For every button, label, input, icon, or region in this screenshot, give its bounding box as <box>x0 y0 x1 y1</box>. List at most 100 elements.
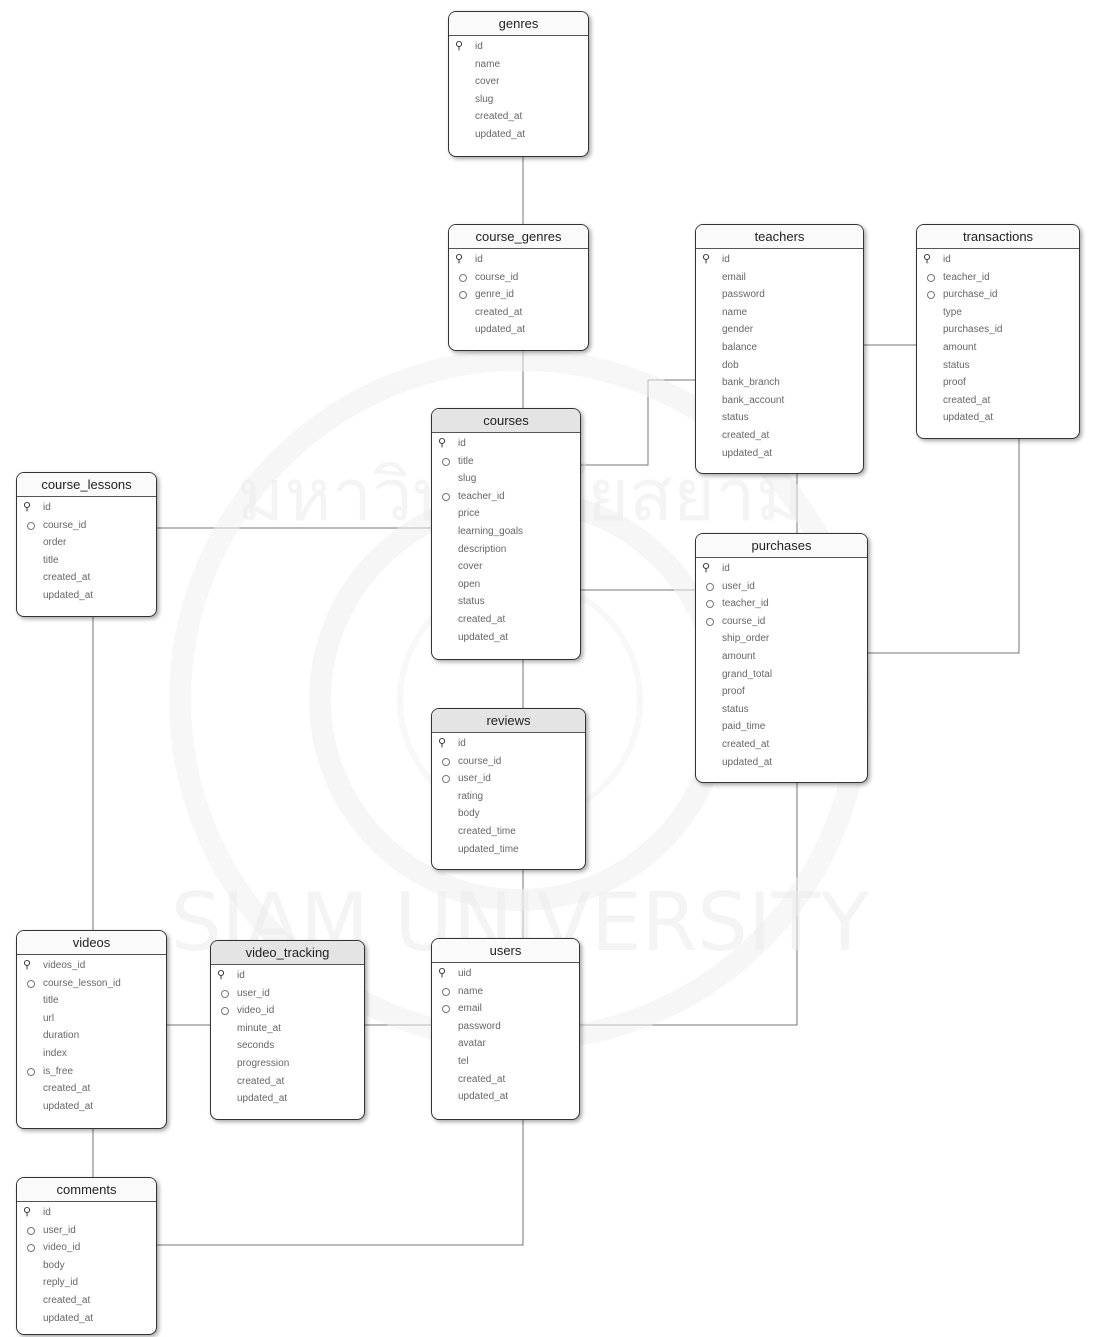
column-name: updated_at <box>943 412 994 424</box>
foreign-key-icon <box>442 757 450 766</box>
column-row: password <box>432 1018 579 1036</box>
column-name: video_id <box>237 1005 275 1017</box>
column-row: created_at <box>917 392 1079 410</box>
column-name: open <box>458 578 481 590</box>
column-row: title <box>17 992 166 1010</box>
column-row: updated_at <box>432 629 580 647</box>
column-name: index <box>43 1047 67 1059</box>
column-row: description <box>432 541 580 559</box>
column-row: ⚲id <box>917 251 1079 269</box>
column-name: course_id <box>722 615 766 627</box>
column-name: user_id <box>458 773 491 785</box>
column-row: genre_id <box>449 286 588 304</box>
column-row: password <box>696 286 863 304</box>
column-row: status <box>917 357 1079 375</box>
column-row: name <box>432 983 579 1001</box>
key-icon: ⚲ <box>702 253 711 265</box>
column-row: type <box>917 304 1079 322</box>
column-row: learning_goals <box>432 523 580 541</box>
column-name: updated_at <box>722 756 773 768</box>
entity-title: comments <box>17 1178 156 1202</box>
foreign-key-icon <box>927 273 935 282</box>
column-name: slug <box>475 93 494 105</box>
column-name: id <box>458 738 466 749</box>
entity-title: purchases <box>696 534 867 558</box>
column-name: course_id <box>475 271 519 283</box>
column-row: created_at <box>449 108 588 126</box>
column-name: avatar <box>458 1038 486 1050</box>
column-name: id <box>475 254 483 265</box>
entity-title: genres <box>449 12 588 36</box>
column-name: name <box>475 58 501 70</box>
entity-title: reviews <box>432 709 585 733</box>
entity-title: courses <box>432 409 580 433</box>
entity-title: users <box>432 939 579 963</box>
column-row: seconds <box>211 1037 364 1055</box>
column-name: minute_at <box>237 1022 281 1034</box>
column-row: course_id <box>696 613 867 631</box>
foreign-key-icon <box>459 291 467 300</box>
column-row: ⚲uid <box>432 965 579 983</box>
column-row: slug <box>449 91 588 109</box>
foreign-key-icon <box>927 291 935 300</box>
column-name: updated_at <box>43 589 94 601</box>
column-row: ⚲id <box>449 251 588 269</box>
column-row: amount <box>917 339 1079 357</box>
column-name: learning_goals <box>458 525 524 537</box>
column-row: tel <box>432 1053 579 1071</box>
column-name: status <box>943 359 970 371</box>
column-name: user_id <box>43 1224 76 1236</box>
column-row: course_id <box>449 269 588 287</box>
column-row: ⚲id <box>17 1204 156 1222</box>
column-row: ⚲id <box>432 435 580 453</box>
column-name: id <box>458 438 466 449</box>
column-name: id <box>475 41 483 52</box>
column-name: updated_at <box>43 1312 94 1324</box>
column-name: ship_order <box>722 633 770 645</box>
key-icon: ⚲ <box>702 562 711 574</box>
column-row: user_id <box>17 1222 156 1240</box>
column-row: updated_at <box>17 1310 156 1328</box>
column-row: title <box>17 552 156 570</box>
column-row: open <box>432 576 580 594</box>
column-name: title <box>43 554 59 566</box>
column-name: created_at <box>458 613 506 625</box>
column-row: created_at <box>696 736 867 754</box>
rel-users-purchases <box>578 781 798 1026</box>
column-name: user_id <box>237 987 270 999</box>
column-name: cover <box>458 561 483 573</box>
column-row: minute_at <box>211 1020 364 1038</box>
column-name: name <box>458 985 484 997</box>
foreign-key-icon <box>706 617 714 626</box>
foreign-key-icon <box>27 521 35 530</box>
column-row: ⚲id <box>696 560 867 578</box>
column-row: rating <box>432 788 585 806</box>
column-name: amount <box>943 341 977 353</box>
column-row: ship_order <box>696 630 867 648</box>
column-row: updated_at <box>432 1088 579 1106</box>
column-row: video_id <box>211 1002 364 1020</box>
column-name: created_time <box>458 825 516 837</box>
column-name: duration <box>43 1030 80 1042</box>
column-name: status <box>458 596 485 608</box>
column-row: updated_time <box>432 841 585 859</box>
column-row: ⚲id <box>696 251 863 269</box>
column-row: proof <box>917 374 1079 392</box>
column-row: status <box>696 701 867 719</box>
